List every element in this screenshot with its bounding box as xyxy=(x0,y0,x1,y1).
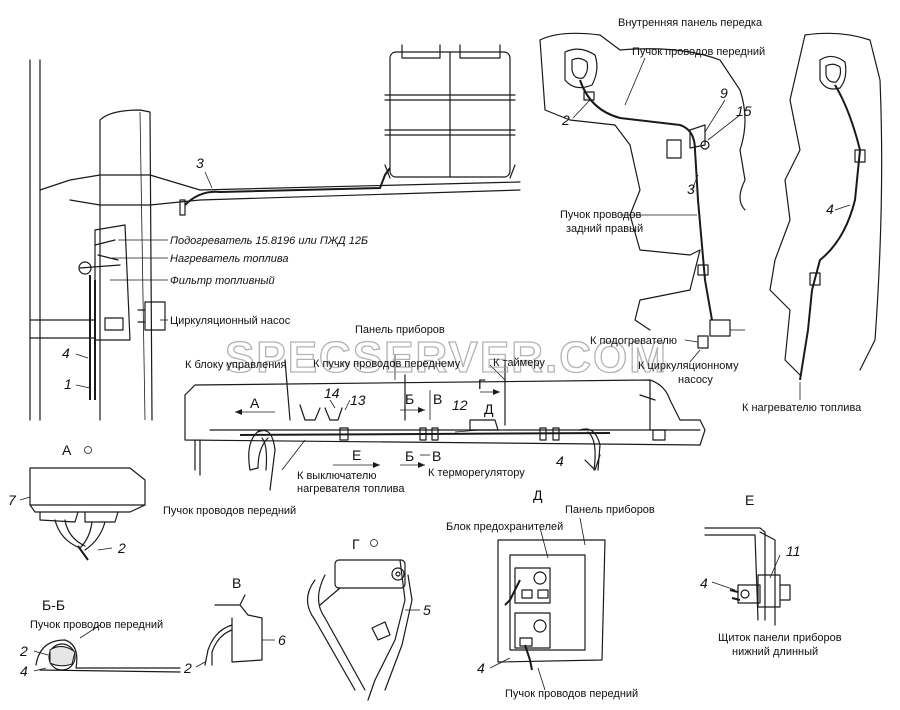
callout-2-bb: 2 xyxy=(19,643,28,659)
callout-4-right: 4 xyxy=(826,201,834,217)
callout-2-top: 2 xyxy=(561,112,570,128)
instrument-panel-strip xyxy=(184,355,706,491)
view-d-detail xyxy=(489,517,606,691)
inner-panel-view xyxy=(539,32,746,363)
label-front-harness-mid: Пучок проводов передний xyxy=(163,505,296,517)
section-title-e: Е xyxy=(745,492,754,508)
label-to-fuel-heater: К нагревателю топлива xyxy=(742,402,862,414)
label-inner-panel: Внутренняя панель передка xyxy=(618,17,763,29)
callout-1: 1 xyxy=(64,376,72,392)
callout-3-main: 3 xyxy=(196,155,204,171)
callout-4-e: 4 xyxy=(700,575,708,591)
callout-9: 9 xyxy=(720,85,728,101)
marker-v-bottom: Е xyxy=(352,447,361,463)
label-front-harness-d: Пучок проводов передний xyxy=(505,688,638,700)
label-circ-pump: Циркуляционный насос xyxy=(170,315,291,327)
label-to-front-harness: К пучку проводов переднему xyxy=(313,358,461,370)
section-title-a: А xyxy=(62,442,72,458)
label-to-thermoreg: К терморегулятору xyxy=(428,467,525,479)
section-title-g: Г xyxy=(352,536,360,552)
callout-12: 12 xyxy=(452,397,468,413)
callout-11: 11 xyxy=(786,543,801,559)
callout-4-mid: 4 xyxy=(556,453,564,469)
main-view-left xyxy=(29,44,521,421)
marker-b-top: Б xyxy=(405,391,414,407)
marker-v-top: В xyxy=(433,391,442,407)
view-bb-detail xyxy=(33,624,181,673)
callout-14: 14 xyxy=(324,385,340,401)
callout-5: 5 xyxy=(423,602,431,618)
label-to-circ-pump-1: К циркуляционному xyxy=(638,360,739,372)
label-dash-panel-1: Щиток панели приборов xyxy=(718,632,842,644)
section-title-bb: Б-Б xyxy=(42,597,65,613)
label-fuel-heater: Нагреватель топлива xyxy=(170,253,288,265)
label-to-heater: К подогревателю xyxy=(590,335,677,347)
view-e-detail xyxy=(704,527,791,626)
callout-13: 13 xyxy=(350,392,366,408)
view-v-detail xyxy=(195,594,275,668)
callout-2-v: 2 xyxy=(183,660,192,676)
view-a-detail xyxy=(19,446,146,561)
callout-7: 7 xyxy=(8,492,17,508)
label-fuse-block: Блок предохранителей xyxy=(446,521,563,533)
label-rear-right-harness-2: задний правый xyxy=(566,223,643,235)
label-front-harness-bb: Пучок проводов передний xyxy=(30,619,163,631)
marker-g: Г xyxy=(478,376,486,392)
marker-a: А xyxy=(250,395,260,411)
label-to-switch-1: К выключателю xyxy=(297,470,377,482)
harness-4-view xyxy=(769,32,883,400)
label-fuel-filter: Фильтр топливный xyxy=(170,275,275,287)
callout-3-right: 3 xyxy=(687,181,695,197)
marker-d: Д xyxy=(484,401,494,417)
view-g-detail xyxy=(306,539,420,701)
section-title-d: Д xyxy=(533,487,543,503)
label-to-switch-2: нагревателя топлива xyxy=(297,483,405,495)
callout-4-left: 4 xyxy=(62,345,70,361)
callout-15: 15 xyxy=(736,103,752,119)
marker-b-bottom: Б xyxy=(405,448,414,464)
watermark-text: SPECSERVER.COM xyxy=(225,333,668,382)
section-title-v: В xyxy=(232,575,241,591)
label-to-circ-pump-2: насосу xyxy=(678,374,713,386)
marker-v-lower: В xyxy=(432,448,441,464)
label-instrument-panel: Панель приборов xyxy=(355,324,445,336)
label-to-control-unit: К блоку управления xyxy=(185,359,286,371)
label-instrument-panel-d: Панель приборов xyxy=(565,504,655,516)
callout-4-d: 4 xyxy=(477,660,485,676)
label-rear-right-harness-1: Пучок проводов xyxy=(560,209,641,221)
label-to-timer: К таймеру xyxy=(493,357,545,369)
label-front-harness-top: Пучок проводов передний xyxy=(632,46,765,58)
callout-2-a: 2 xyxy=(117,540,126,556)
label-dash-panel-2: нижний длинный xyxy=(732,646,818,658)
callout-6: 6 xyxy=(278,632,286,648)
label-heater: Подогреватель 15.8196 или ПЖД 12Б xyxy=(170,235,368,247)
callout-4-bb: 4 xyxy=(20,663,28,679)
